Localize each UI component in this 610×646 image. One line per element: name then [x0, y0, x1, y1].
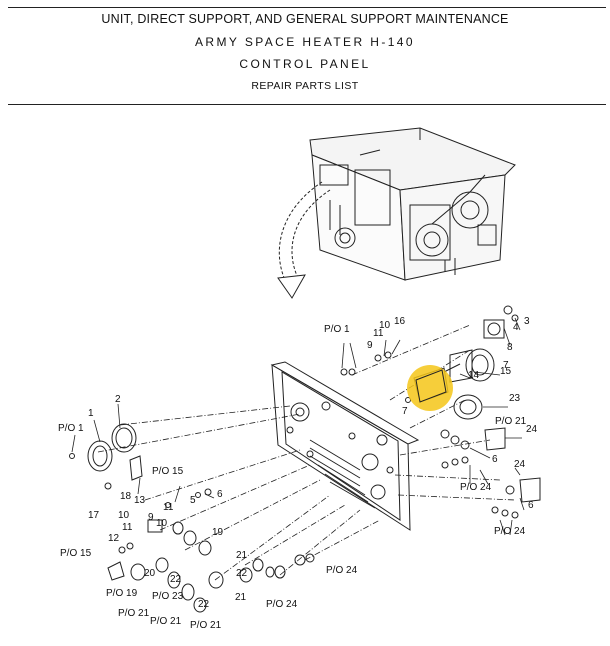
callout-label: P/O 21 — [495, 416, 527, 427]
callout-label: 17 — [88, 510, 100, 521]
callout-label: 10 — [379, 320, 391, 331]
callout-label: 10 — [118, 510, 130, 521]
zoom-arrow — [277, 181, 331, 299]
callout-label: P/O 23 — [152, 591, 184, 602]
header-assembly-name: CONTROL PANEL — [239, 57, 371, 71]
callout-label: P/O 15 — [152, 466, 184, 477]
top-rule — [8, 7, 606, 8]
header-maintenance-level: UNIT, DIRECT SUPPORT, AND GENERAL SUPPOR… — [101, 12, 509, 26]
callout-label: 7 — [503, 360, 509, 371]
control-panel-frame — [270, 361, 420, 531]
callout-label: P/O 19 — [106, 588, 138, 599]
callout-label: P/O 24 — [460, 482, 492, 493]
callout-label: 9 — [148, 512, 154, 523]
callout-label: P/O 1 — [324, 324, 350, 335]
callout-label: 19 — [212, 527, 224, 538]
header-equipment-name: ARMY SPACE HEATER H-140 — [195, 35, 415, 49]
leader-lines — [71, 317, 525, 536]
callout-label: P/O 24 — [494, 526, 526, 537]
callout-label: 20 — [144, 568, 156, 579]
callout-label: 21 — [235, 592, 247, 603]
callout-label: 11 — [373, 328, 384, 339]
callout-label: P/O 24 — [326, 565, 358, 576]
callout-label: 11 — [163, 502, 174, 513]
callout-label: 24 — [514, 459, 526, 470]
callout-label: 22 — [170, 574, 182, 585]
callout-label: 24 — [526, 424, 538, 435]
callout-label: 22 — [236, 568, 248, 579]
callout-label: 12 — [108, 533, 120, 544]
callout-label: 15 — [500, 366, 512, 377]
callout-label: 4 — [513, 322, 519, 333]
callout-label: 9 — [367, 340, 373, 351]
callout-label: 16 — [394, 316, 406, 327]
callout-label: 6 — [528, 500, 534, 511]
callout-label: 7 — [402, 406, 408, 417]
callout-label: P/O 1 — [58, 423, 84, 434]
heater-overview-drawing — [309, 127, 516, 281]
callout-label: 6 — [492, 454, 498, 465]
callout-label: 5 — [190, 495, 196, 506]
callout-label: 14 — [468, 370, 480, 381]
callout-label: 1 — [88, 408, 94, 419]
highlighted-part-marker — [407, 365, 453, 411]
header-bottom-rule — [8, 104, 606, 105]
callout-label: 2 — [115, 394, 121, 405]
callout-label: 18 — [120, 491, 132, 502]
callout-label: P/O 21 — [118, 608, 150, 619]
callout-label: 22 — [198, 599, 210, 610]
callout-label: P/O 15 — [60, 548, 92, 559]
callout-label: 11 — [122, 522, 133, 533]
left-side-parts — [69, 423, 315, 613]
callout-label: 21 — [236, 550, 248, 561]
callout-label: 10 — [156, 518, 168, 529]
callout-label: 13 — [134, 495, 146, 506]
callout-label: 3 — [524, 316, 530, 327]
callout-label: 8 — [507, 342, 513, 353]
callout-label: 23 — [509, 393, 521, 404]
callout-label: 6 — [217, 489, 223, 500]
header-document-type: REPAIR PARTS LIST — [251, 80, 359, 92]
callout-label: P/O 21 — [150, 616, 182, 627]
alignment-lines — [97, 324, 516, 581]
callout-label: P/O 24 — [266, 599, 298, 610]
callout-label: P/O 21 — [190, 620, 222, 631]
